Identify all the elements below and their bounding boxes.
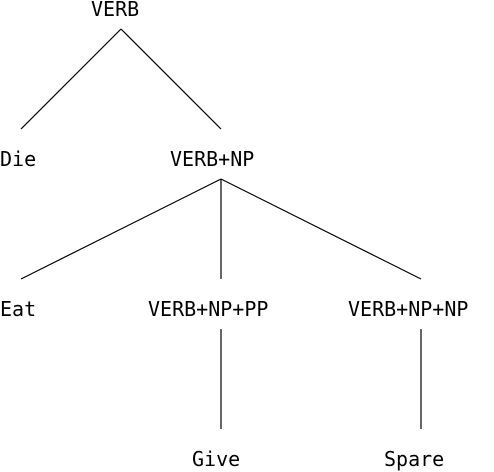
edge-verb-np-to-eat <box>20 178 222 280</box>
node-verb-np-pp: VERB+NP+PP <box>148 297 269 321</box>
edge-root-to-die <box>20 28 122 130</box>
node-verb: VERB <box>91 0 140 21</box>
edge-verb-np-to-verb-np-np <box>220 178 422 280</box>
node-verb-np-np: VERB+NP+NP <box>348 297 469 321</box>
node-verb-np: VERB+NP <box>170 147 255 171</box>
node-give: Give <box>192 447 241 471</box>
node-spare: Spare <box>384 447 445 471</box>
edge-root-to-verb-np <box>120 28 222 130</box>
node-die: Die <box>0 147 37 171</box>
node-eat: Eat <box>0 297 37 321</box>
